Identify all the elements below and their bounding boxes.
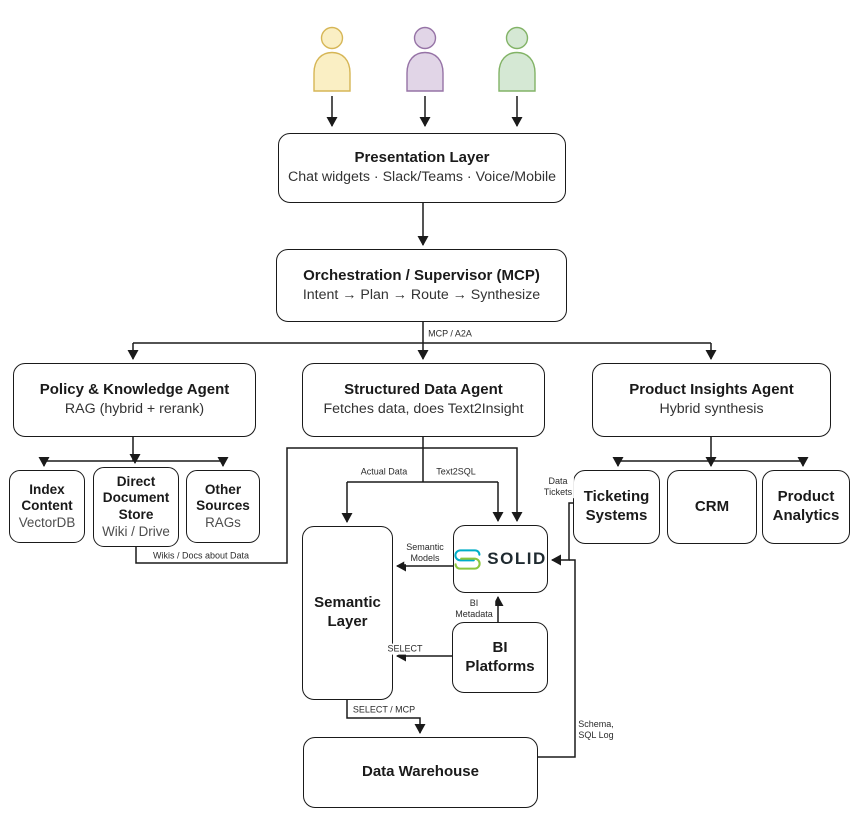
node-subtitle: Hybrid synthesis — [659, 401, 764, 417]
edge-label-text2sql: Text2SQL — [434, 466, 478, 478]
node-title: Structured Data Agent — [344, 381, 503, 399]
node-bi-platforms: BI Platforms — [452, 622, 548, 693]
node-structured-data-agent: Structured Data Agent Fetches data, does… — [302, 363, 545, 437]
edge-label-wikis-docs: Wikis / Docs about Data — [150, 550, 252, 562]
edge-select-mcp — [346, 700, 426, 734]
node-data-warehouse: Data Warehouse — [303, 737, 538, 808]
node-title: Ticketing Systems — [583, 488, 650, 524]
node-title: CRM — [694, 497, 730, 515]
edge-product-branch — [618, 437, 803, 462]
node-product-insights-agent: Product Insights Agent Hybrid synthesis — [592, 363, 831, 437]
node-title: Other Sources — [196, 481, 250, 513]
solid-wordmark: SOLID — [487, 549, 547, 568]
solid-s-icon — [454, 548, 481, 570]
node-subtitle: RAGs — [205, 515, 241, 531]
node-title: Semantic Layer — [314, 594, 381, 630]
node-title: Presentation Layer — [354, 149, 490, 167]
user-icon — [498, 26, 536, 92]
node-policy-knowledge-agent: Policy & Knowledge Agent RAG (hybrid + r… — [13, 363, 256, 437]
edge-policy-branch — [44, 437, 223, 462]
edge-label-bi-metadata: BI Metadata — [453, 598, 495, 620]
node-solid: SOLID — [453, 525, 548, 593]
node-direct-document-store: Direct Document Store Wiki / Drive — [93, 467, 179, 547]
user-icon — [313, 26, 351, 92]
solid-logo: SOLID — [454, 548, 547, 570]
node-subtitle: Wiki / Drive — [102, 523, 170, 539]
node-other-sources: Other Sources RAGs — [186, 470, 260, 543]
edge-label-mcp-a2a: MCP / A2A — [426, 328, 474, 340]
node-title: Orchestration / Supervisor (MCP) — [303, 266, 540, 284]
edge-label-semantic-models: Semantic Models — [404, 542, 446, 564]
edge-wikis-docs — [135, 447, 523, 564]
node-orchestration-supervisor: Orchestration / Supervisor (MCP) Intent … — [276, 249, 567, 322]
node-title: Product Insights Agent — [629, 381, 794, 399]
node-subtitle: VectorDB — [18, 515, 76, 531]
node-title: BI Platforms — [465, 638, 535, 675]
node-subtitle: Chat widgets · Slack/Teams · Voice/Mobil… — [287, 169, 557, 185]
edge-structured-split — [347, 437, 498, 483]
edge-orchestration-branch — [133, 322, 711, 344]
node-ticketing-systems: Ticketing Systems — [573, 470, 660, 544]
user-icon — [406, 26, 444, 92]
node-title: Direct Document Store — [102, 473, 170, 522]
node-semantic-layer: Semantic Layer — [302, 526, 393, 700]
edge-schema-sql-log — [538, 559, 576, 758]
node-subtitle: RAG (hybrid + rerank) — [64, 401, 205, 417]
node-title: Index Content — [21, 481, 73, 513]
node-presentation-layer: Presentation Layer Chat widgets · Slack/… — [278, 133, 566, 203]
edge-label-select: SELECT — [385, 643, 425, 655]
edge-label-actual-data: Actual Data — [358, 466, 410, 478]
node-subtitle: Intent → Plan → Route → Synthesize — [302, 286, 541, 303]
node-subtitle: Fetches data, does Text2Insight — [323, 401, 524, 417]
node-index-content: Index Content VectorDB — [9, 470, 85, 543]
node-crm: CRM — [667, 470, 757, 544]
edge-data-tickets — [551, 502, 573, 566]
edge-label-data-tickets: Data Tickets — [541, 476, 575, 498]
node-product-analytics: Product Analytics — [762, 470, 850, 544]
node-title: Data Warehouse — [362, 763, 479, 781]
edge-label-schema-sql-log: Schema, SQL Log — [576, 719, 616, 741]
node-title: Policy & Knowledge Agent — [39, 381, 230, 399]
edge-label-select-mcp: SELECT / MCP — [350, 704, 418, 716]
node-title: Product Analytics — [772, 488, 840, 524]
